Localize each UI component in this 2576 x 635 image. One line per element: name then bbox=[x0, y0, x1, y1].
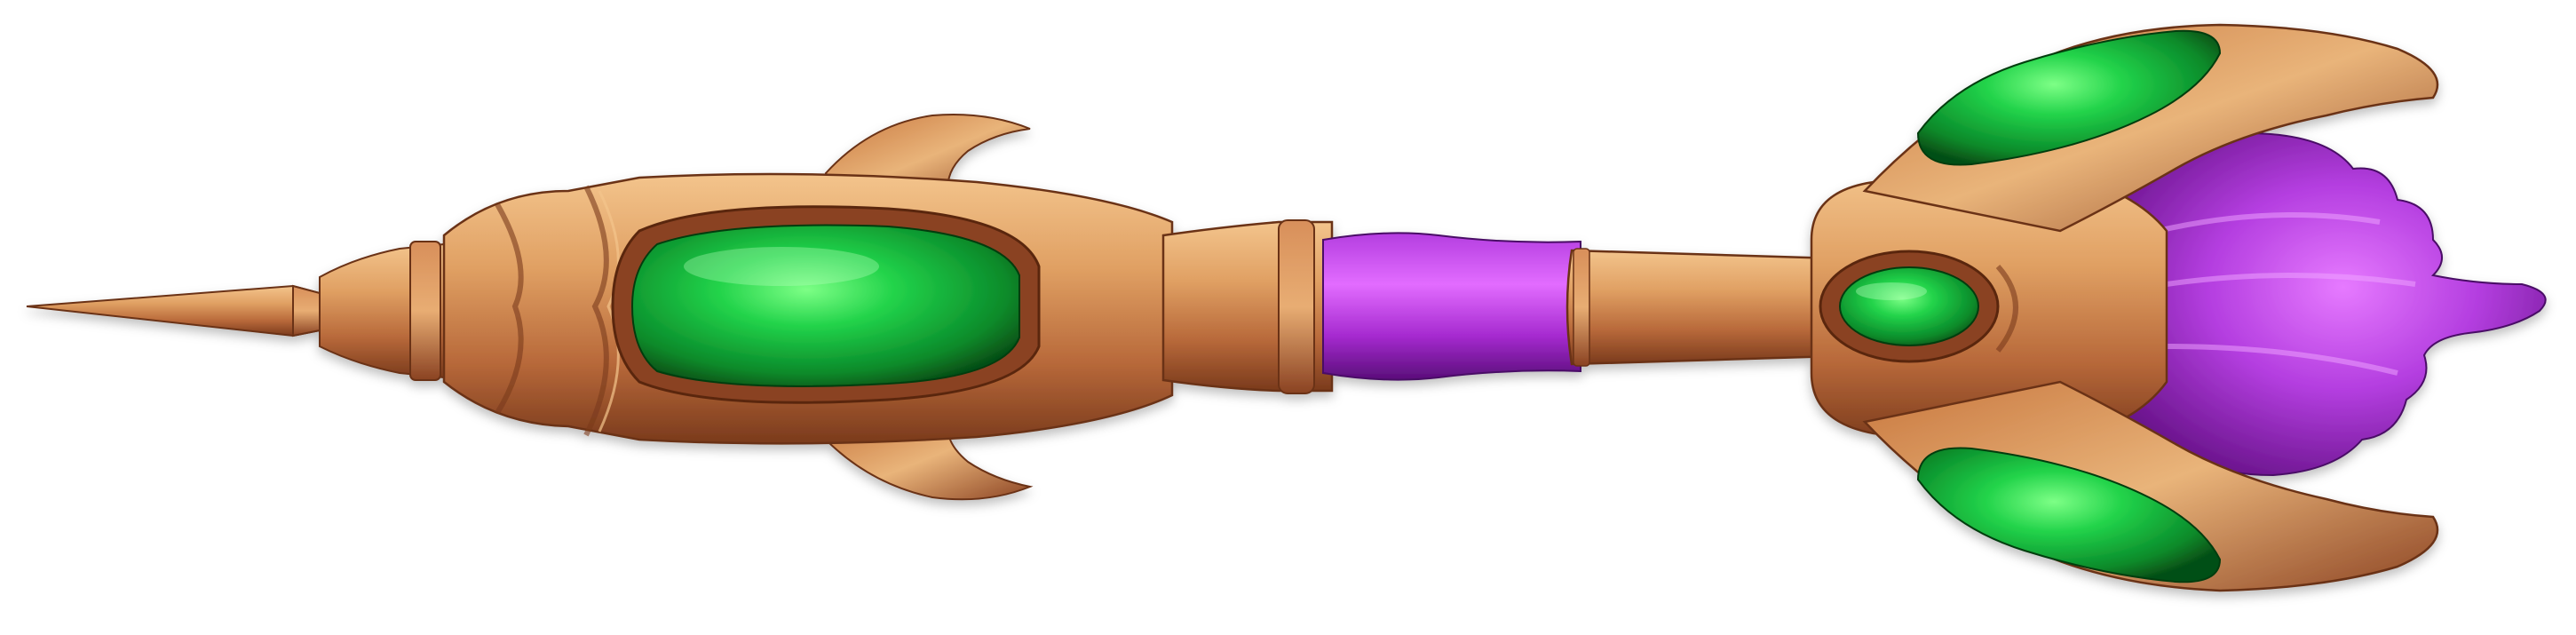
staff-upper-gem bbox=[1916, 29, 2222, 166]
staff-shaft bbox=[1565, 249, 1867, 366]
staff-grip bbox=[1322, 232, 1581, 381]
staff-spike bbox=[26, 284, 321, 337]
staff-lower-gem bbox=[1916, 447, 2222, 583]
staff-center-gem bbox=[1839, 266, 1979, 346]
